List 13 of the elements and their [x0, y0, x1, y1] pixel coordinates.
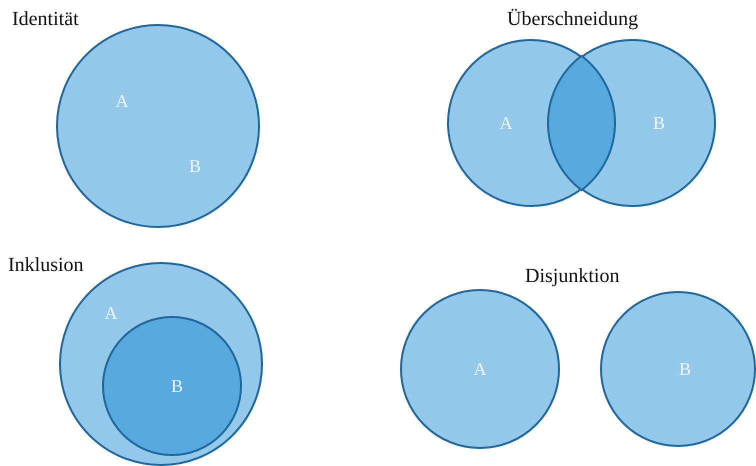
panel-heading: Disjunktion	[525, 265, 620, 287]
set-label: B	[189, 157, 201, 175]
panel-heading: Inklusion	[8, 254, 84, 276]
set-label: B	[653, 114, 665, 132]
panel-heading: Überschneidung	[507, 8, 638, 30]
intersection-region	[547, 54, 616, 192]
set-label: B	[171, 377, 183, 395]
set-label: A	[500, 114, 512, 132]
set-label: A	[474, 360, 486, 378]
set-label: A	[116, 92, 128, 110]
set-label: B	[679, 360, 691, 378]
panel-heading: Identität	[12, 8, 79, 30]
set-label: A	[104, 304, 118, 322]
